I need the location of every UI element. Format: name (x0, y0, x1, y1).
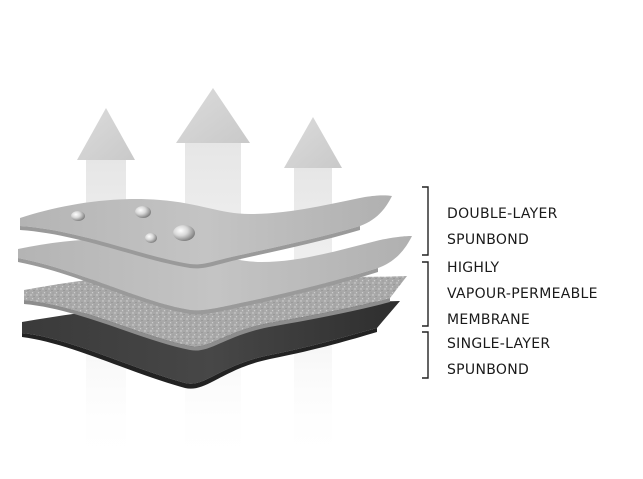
label-line: SPUNBOND (447, 362, 530, 378)
label-line: SPUNBOND (447, 232, 530, 248)
label-line: HIGHLY (447, 260, 500, 276)
water-droplet (71, 211, 85, 221)
layer-double-layer-bottom (18, 236, 412, 315)
water-droplets (71, 206, 195, 243)
bracket-membrane (422, 261, 429, 327)
label-line: DOUBLE-LAYER (447, 206, 558, 222)
label-line: SINGLE-LAYER (447, 336, 551, 352)
water-droplet (173, 225, 195, 241)
water-droplet (145, 233, 157, 243)
label-single-layer-spunbond: SINGLE-LAYER SPUNBOND (447, 331, 550, 383)
label-line: MEMBRANE (447, 312, 531, 328)
water-droplet (135, 206, 151, 218)
bracket-double-layer (422, 186, 429, 256)
layer-double-layer-top (20, 195, 392, 269)
label-membrane: HIGHLY VAPOUR-PERMEABLE MEMBRANE (447, 255, 598, 333)
label-double-layer-spunbond: DOUBLE-LAYER SPUNBOND (447, 201, 558, 253)
bracket-single-layer (422, 331, 429, 379)
label-line: VAPOUR-PERMEABLE (447, 286, 598, 302)
